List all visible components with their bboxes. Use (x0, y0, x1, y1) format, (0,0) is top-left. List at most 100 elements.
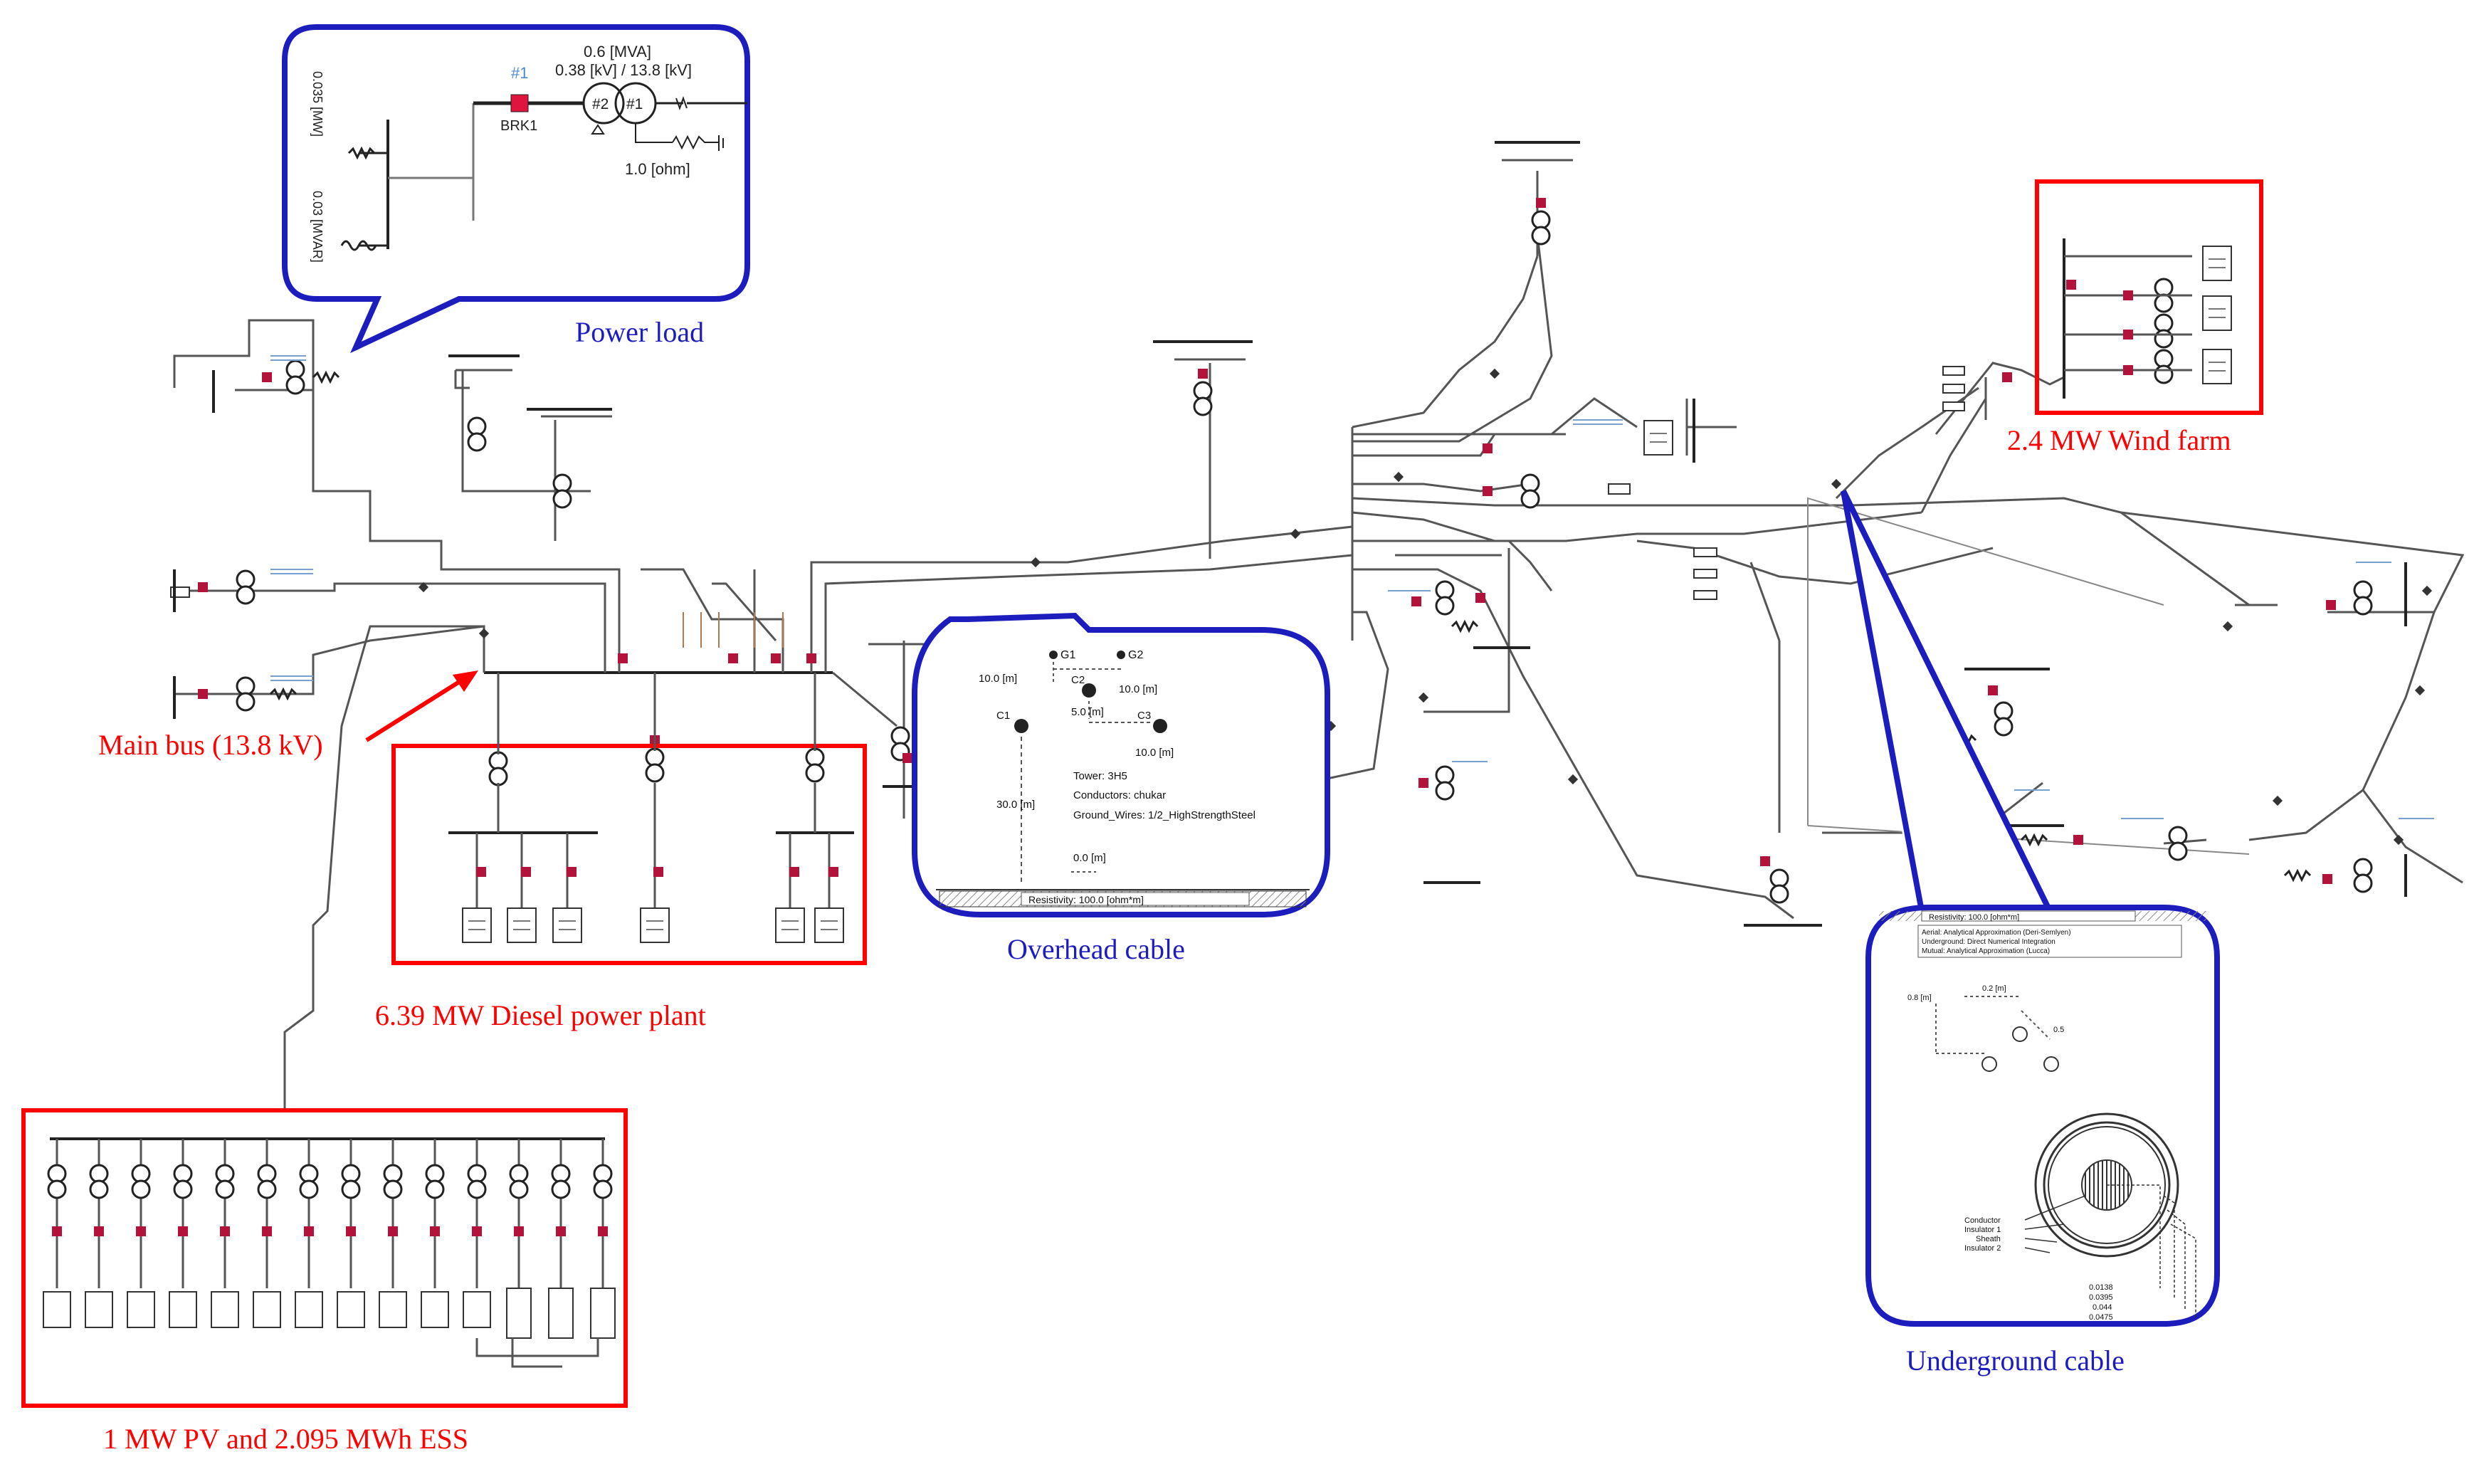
pv-breaker (556, 1226, 566, 1236)
pv-breaker (388, 1226, 398, 1236)
pv-breaker (136, 1226, 146, 1236)
cable-2 (2012, 1026, 2028, 1042)
xfmr-kv: 0.38 [kV] / 13.8 [kV] (555, 61, 692, 79)
conductor-type: Conductors: chukar (1073, 789, 1166, 801)
pv-transformer (215, 1164, 235, 1199)
label-overhead-cable: Overhead cable (1007, 933, 1185, 965)
radius-insulator-2: 0.0475 (2089, 1313, 2113, 1322)
cable-spacing-2: 0.5 (2053, 1026, 2064, 1034)
pv-unit-box (127, 1291, 155, 1328)
pv-breaker (94, 1226, 104, 1236)
pv-breaker (52, 1226, 62, 1236)
radius-conductor: 0.0138 (2089, 1283, 2113, 1292)
pv-transformer (341, 1164, 361, 1199)
load-p: 0.035 [MW] (310, 71, 325, 137)
wind-farm-region (2035, 179, 2263, 415)
brk1-breaker (510, 94, 529, 112)
pv-transformer (131, 1164, 151, 1199)
pv-transformer (47, 1164, 67, 1199)
pv-transformer (593, 1164, 613, 1199)
pv-unit-box (421, 1291, 449, 1328)
c1-label: C1 (996, 710, 1010, 722)
c2-g2-spacing: 10.0 [m] (1119, 683, 1157, 695)
layer-insulator-2: Insulator 2 (1964, 1244, 2001, 1253)
conductor-c2 (1082, 683, 1096, 698)
overhead-callout-frame (912, 612, 1330, 917)
pv-transformer (467, 1164, 487, 1199)
pv-transformer (89, 1164, 109, 1199)
g2-label: G2 (1128, 649, 1143, 661)
cable-3 (2043, 1056, 2059, 1072)
main-bus-arrow (365, 678, 464, 742)
aerial-method: Aerial: Analytical Approximation (Deri-S… (1922, 929, 2071, 937)
annotation-labels: Power load 2.4 MW Wind farm Main bus (13… (98, 316, 2231, 1455)
pv-transformer (509, 1164, 529, 1199)
label-diesel-plant: 6.39 MW Diesel power plant (375, 999, 706, 1031)
layer-sheath: Sheath (1976, 1235, 2001, 1243)
pv-breaker (598, 1226, 608, 1236)
winding-2-label: #2 (592, 96, 609, 112)
pv-unit-box (295, 1291, 323, 1328)
xfmr-winding-2 (582, 82, 625, 125)
overhead-callout: G1 G2 10.0 [m] C1 C2 C3 10.0 [m] 5.0 [m]… (912, 612, 1330, 917)
cable-layer-labels: Conductor Insulator 1 Sheath Insulator 2 (1964, 1216, 2001, 1253)
pv-unit-box (169, 1291, 197, 1328)
ground-wire-g2 (1117, 651, 1125, 659)
label-main-bus: Main bus (13.8 kV) (98, 729, 323, 761)
pv-unit-box (379, 1291, 407, 1328)
burial-depth: 0.8 [m] (1907, 994, 1932, 1002)
radius-sheath: 0.044 (2093, 1303, 2112, 1312)
wind-farm-frame (2035, 179, 2263, 415)
ground-resistance: 1.0 [ohm] (625, 160, 690, 178)
underground-method: Underground: Direct Numerical Integratio… (1922, 938, 2055, 946)
c3-label: C3 (1137, 710, 1151, 722)
pv-transformer (257, 1164, 277, 1199)
conductor-c1 (1014, 719, 1028, 733)
pv-unit-box (463, 1291, 491, 1328)
c3-spacing: 10.0 [m] (1135, 747, 1174, 759)
label-pv-ess: 1 MW PV and 2.095 MWh ESS (103, 1423, 468, 1455)
pv-breaker (472, 1226, 482, 1236)
layer-conductor: Conductor (1964, 1216, 2001, 1225)
cable-radii: 0.0138 0.0395 0.044 0.0475 (2089, 1283, 2113, 1322)
radius-insulator-1: 0.0395 (2089, 1293, 2113, 1302)
pv-unit-box (85, 1291, 113, 1328)
label-power-load: Power load (575, 316, 704, 348)
pv-unit-box (211, 1291, 239, 1328)
load-q: 0.03 [MVAR] (310, 191, 325, 263)
pv-ess-region (21, 1108, 628, 1408)
pv-transformer (425, 1164, 445, 1199)
diesel-plant-frame (391, 744, 867, 965)
pv-transformer (383, 1164, 403, 1199)
pv-unit-box (253, 1291, 281, 1328)
pv-ess-frame (21, 1108, 628, 1408)
ess-unit-box (548, 1288, 574, 1339)
pv-breaker (178, 1226, 188, 1236)
underground-callout-frame (1865, 905, 2220, 1327)
pv-unit-box (337, 1291, 365, 1328)
power-load-callout-frame (282, 24, 750, 354)
power-load-callout: #1 BRK1 #2 #1 0.6 [MVA] 0.38 [kV] / 13.8… (282, 24, 750, 354)
conductor-height: 30.0 [m] (996, 799, 1035, 811)
pv-breaker (262, 1226, 272, 1236)
cable-spacing: 0.2 [m] (1982, 984, 2006, 993)
ess-unit-box (506, 1288, 532, 1339)
winding-1-label: #1 (626, 96, 643, 112)
pv-breaker (430, 1226, 440, 1236)
pv-transformer (299, 1164, 319, 1199)
ground-wire-type: Ground_Wires: 1/2_HighStrengthSteel (1073, 809, 1256, 821)
underground-resistivity: Resistivity: 100.0 [ohm*m] (1929, 913, 2019, 922)
equipment-glyphs (170, 141, 2434, 927)
underground-callout: Resistivity: 100.0 [ohm*m] Aerial: Analy… (1841, 490, 2220, 1327)
breaker-id: #1 (511, 64, 528, 82)
pv-breaker (346, 1226, 356, 1236)
overhead-resistivity: Resistivity: 100.0 [ohm*m] (1028, 894, 1144, 905)
pv-breaker (514, 1226, 524, 1236)
ground-wire-g1 (1049, 651, 1058, 659)
g-spacing: 10.0 [m] (979, 673, 1017, 685)
c2-label: C2 (1071, 674, 1085, 686)
ess-unit-box (590, 1288, 616, 1339)
pv-unit-box (43, 1291, 71, 1328)
pv-transformer (173, 1164, 193, 1199)
